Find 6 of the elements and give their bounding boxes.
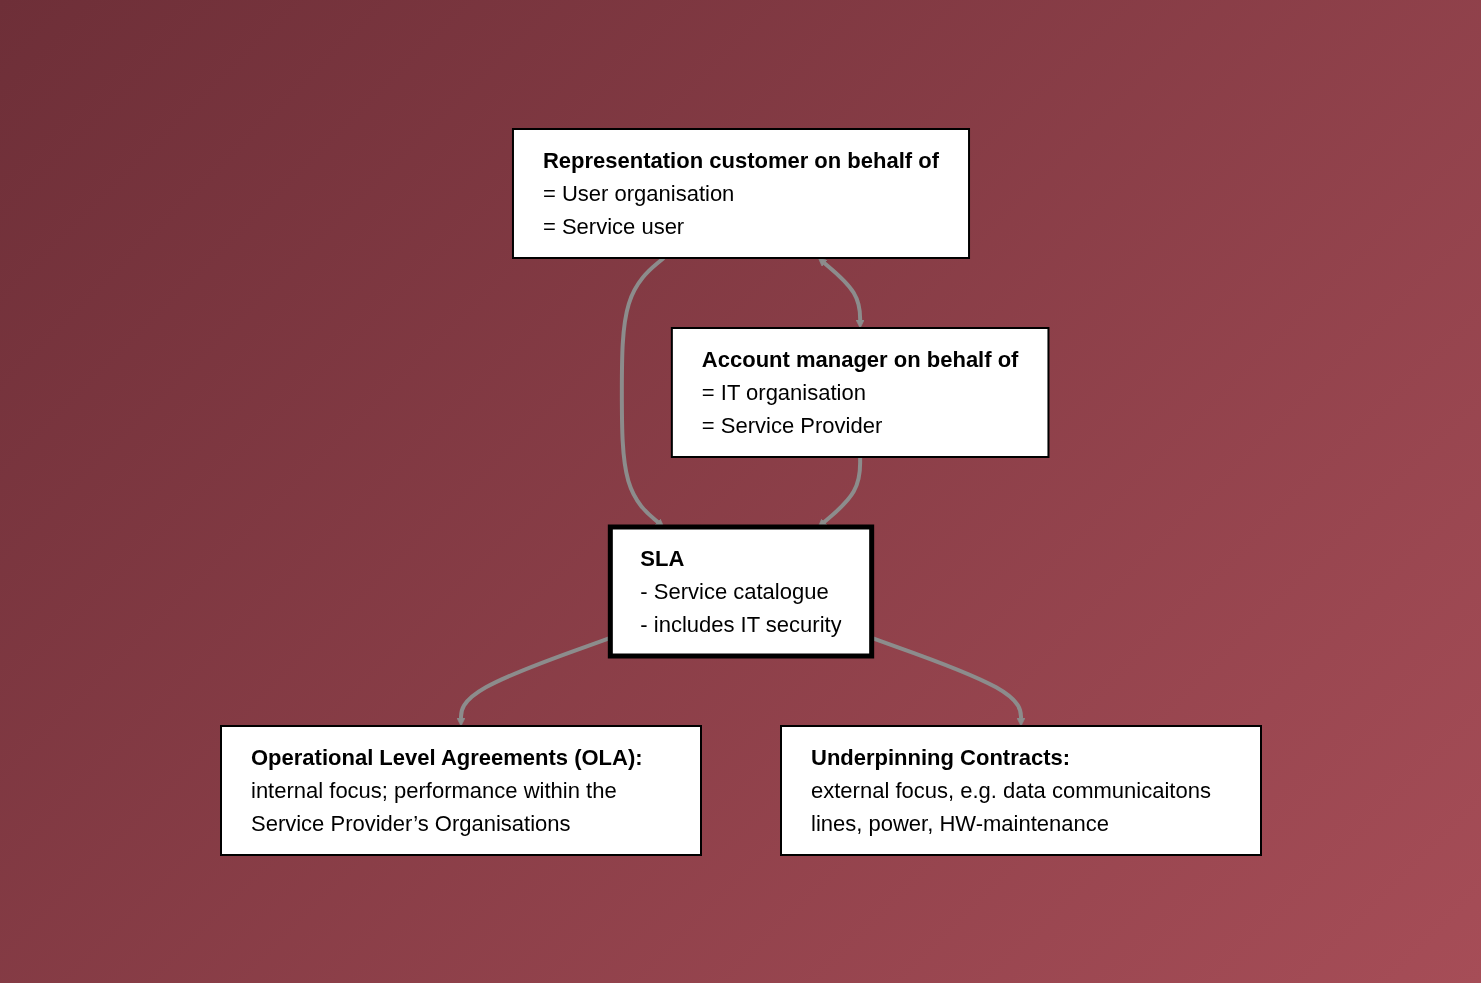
arrow [817,257,865,328]
node-box: Representation customer on behalf of = User organisation = Service user [511,127,970,259]
node-box: Account manager on behalf of = IT organisation = Service Provider [670,326,1049,458]
node-box: Operational Level Agreements (OLA): internal focus; performance within the Service Provider’s Organisations [219,724,702,856]
node-box: Underpinning Contracts: external focus, e.g. data communicaitons lines, power, HW-maintenance [779,724,1262,856]
node-box: SLA - Service catalogue - includes IT security [607,524,874,658]
